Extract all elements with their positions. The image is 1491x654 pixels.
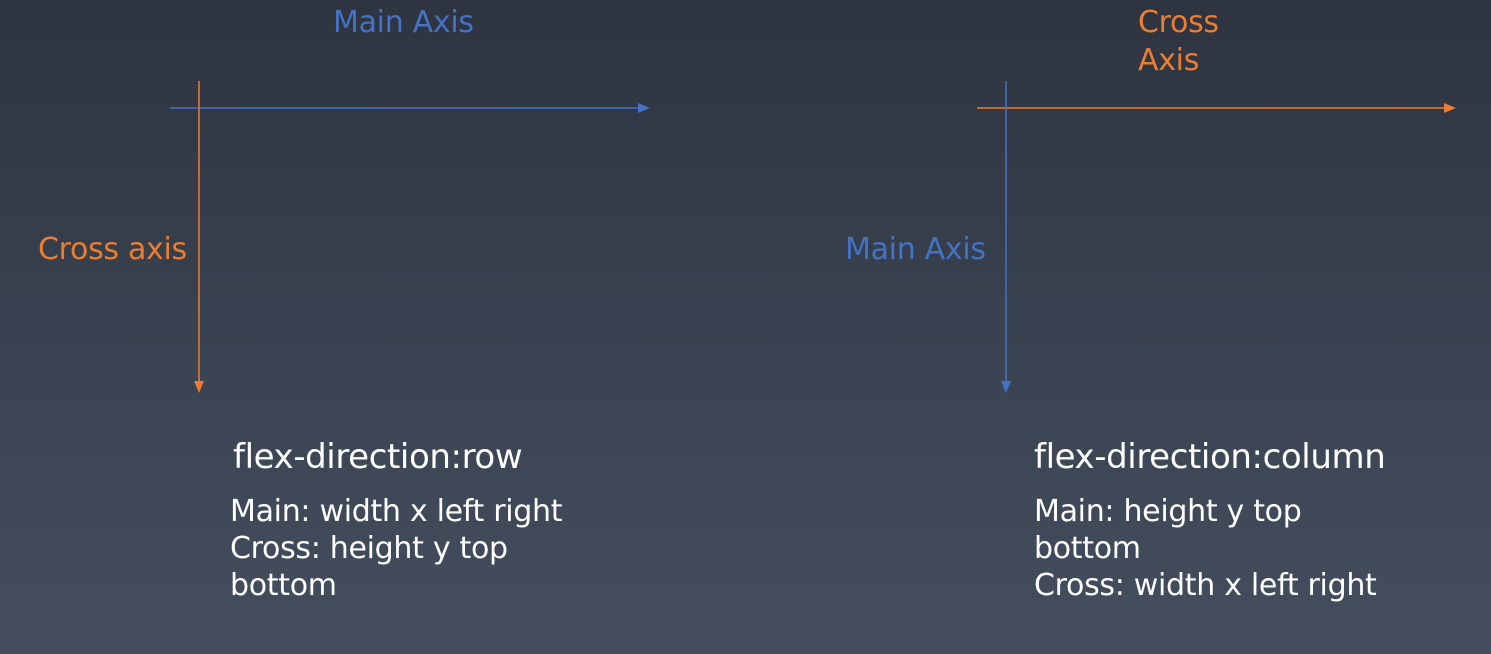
row-description: Main: width x left right Cross: height y… <box>230 493 563 604</box>
row-main-axis-arrowhead <box>638 103 650 113</box>
column-cross-axis-arrowhead <box>1444 103 1456 113</box>
row-title: flex-direction:row <box>233 437 523 477</box>
row-cross-axis-arrowhead <box>194 381 204 393</box>
column-cross-axis-label-line: Axis <box>1138 43 1200 78</box>
column-main-axis-arrowhead <box>1001 381 1011 393</box>
row-description-line: Main: width x left right <box>230 494 563 529</box>
column-title: flex-direction:column <box>1034 437 1386 477</box>
column-description: Main: height y top bottom Cross: width x… <box>1034 493 1377 604</box>
row-description-line: Cross: height y top <box>230 531 508 566</box>
column-description-line: Cross: width x left right <box>1034 568 1377 603</box>
column-cross-axis-label: Cross Axis <box>1138 4 1219 80</box>
column-main-axis-label: Main Axis <box>845 232 986 267</box>
column-cross-axis-label-line: Cross <box>1138 5 1219 40</box>
row-description-line: bottom <box>230 568 337 603</box>
column-description-line: bottom <box>1034 531 1141 566</box>
column-description-line: Main: height y top <box>1034 494 1302 529</box>
row-main-axis-label: Main Axis <box>333 5 474 40</box>
row-cross-axis-label: Cross axis <box>38 232 187 267</box>
